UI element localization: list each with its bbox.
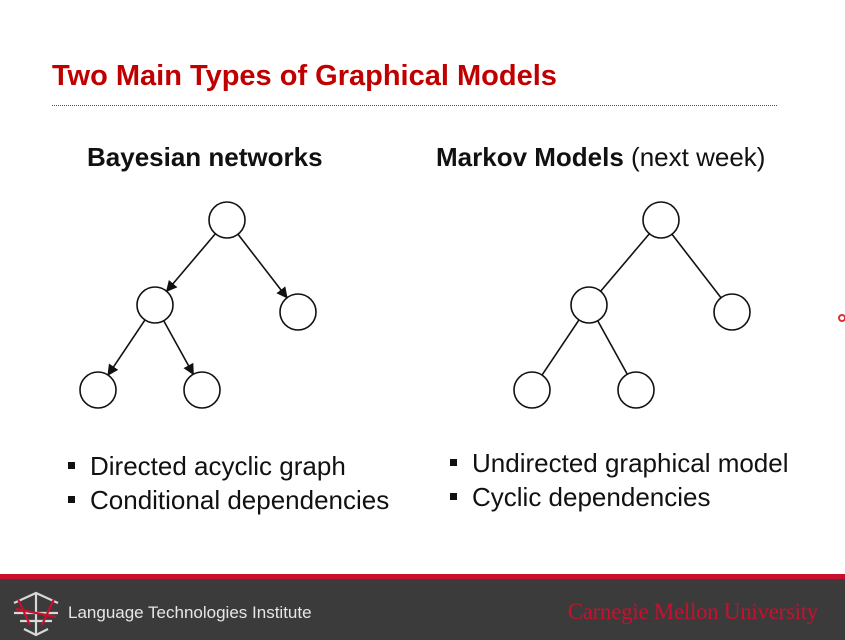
slide-title: Two Main Types of Graphical Models <box>52 60 557 92</box>
bullet-square-icon <box>68 496 75 503</box>
edge-root-to-mid-left <box>600 233 650 292</box>
node-leaf-left <box>79 371 117 409</box>
node-mid-right <box>713 293 751 331</box>
markov-bullet-list: Undirected graphical model Cyclic depend… <box>448 446 789 514</box>
node-root <box>642 201 680 239</box>
bayesian-bullet-list: Directed acyclic graph Conditional depen… <box>66 449 389 517</box>
bullet-item: Undirected graphical model <box>448 446 789 480</box>
bullet-square-icon <box>68 462 75 469</box>
edge-mid-left-to-leaf-right <box>163 320 194 376</box>
institute-name: Language Technologies Institute <box>68 603 312 622</box>
node-leaf-right <box>617 371 655 409</box>
bayesian-network-graph <box>79 201 317 409</box>
footer-bar: Language Technologies Institute Carnegie… <box>0 574 845 640</box>
title-divider <box>52 105 777 106</box>
bullet-square-icon <box>450 493 457 500</box>
bullet-item: Directed acyclic graph <box>66 449 389 483</box>
bullet-item: Conditional dependencies <box>66 483 389 517</box>
edge-mid-left-to-leaf-right <box>597 320 628 375</box>
bayesian-heading-text: Bayesian networks <box>87 142 323 172</box>
bullet-text: Directed acyclic graph <box>90 451 346 481</box>
edge-root-to-mid-right <box>671 233 722 299</box>
node-mid-left <box>136 286 174 324</box>
bullet-text: Cyclic dependencies <box>472 482 711 512</box>
bayesian-networks-heading: Bayesian networks <box>87 142 323 173</box>
bullet-item: Cyclic dependencies <box>448 480 789 514</box>
node-leaf-left <box>513 371 551 409</box>
node-mid-left <box>570 286 608 324</box>
edge-root-to-mid-left <box>165 233 216 293</box>
bullet-text: Undirected graphical model <box>472 448 789 478</box>
node-leaf-right <box>183 371 221 409</box>
node-mid-right <box>279 293 317 331</box>
markov-heading-suffix: (next week) <box>623 142 766 172</box>
edge-mid-left-to-leaf-left <box>107 319 146 376</box>
edge-mid-left-to-leaf-left <box>541 319 580 376</box>
markov-heading-bold: Markov Models <box>436 142 624 172</box>
bullet-square-icon <box>450 459 457 466</box>
edge-root-to-mid-right <box>237 233 288 299</box>
markov-models-heading: Markov Models (next week) <box>436 142 765 173</box>
markov-model-graph <box>513 201 751 409</box>
university-name: Carnegie Mellon University <box>567 599 819 624</box>
pointer-cursor-icon <box>838 314 845 322</box>
lti-logo-icon <box>13 591 59 637</box>
bullet-text: Conditional dependencies <box>90 485 390 515</box>
node-root <box>208 201 246 239</box>
